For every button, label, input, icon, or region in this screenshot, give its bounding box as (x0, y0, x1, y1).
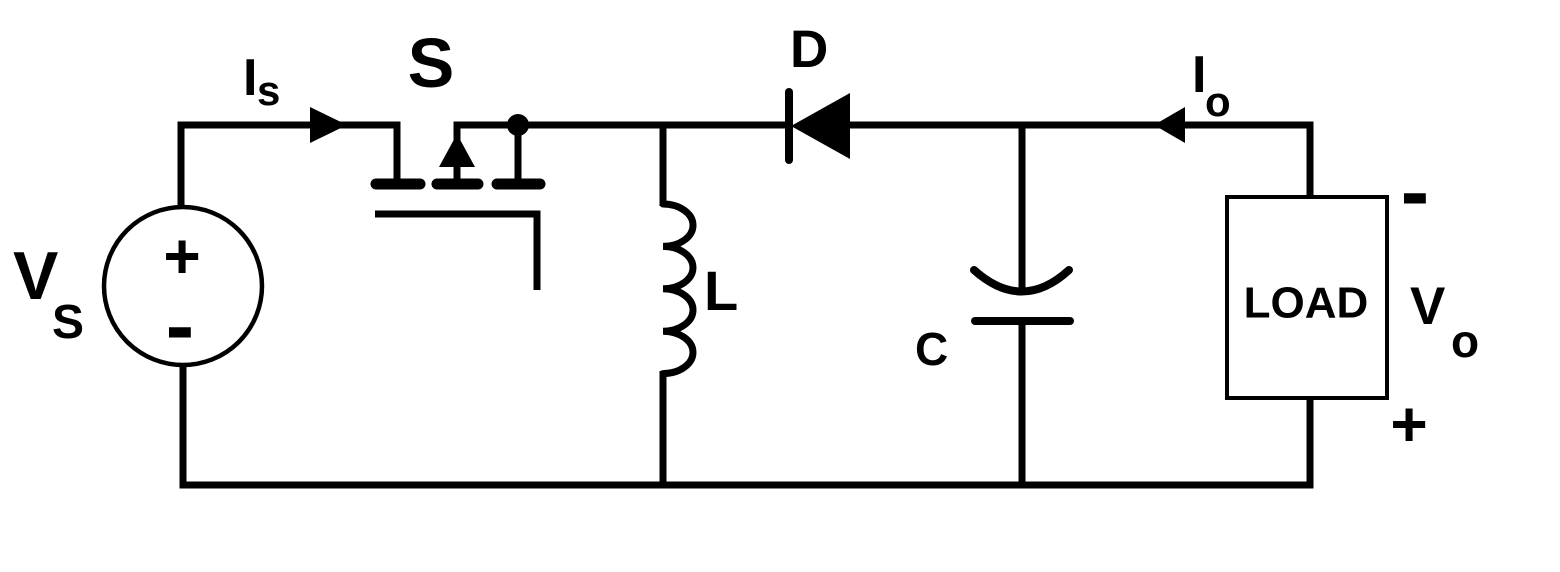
capacitor (970, 266, 1074, 325)
io-current-arrow (1154, 107, 1185, 143)
switch-label: S (408, 24, 455, 102)
capacitor-label: C (915, 323, 948, 375)
wires (177, 121, 1314, 489)
wire-switch-to-diode (453, 121, 789, 186)
junction-dot (507, 114, 529, 136)
labels: V S I s S D L C I o V o (13, 20, 1479, 375)
voltage-source: + - (101, 204, 265, 374)
diode-label: D (790, 20, 828, 79)
load-block: LOAD - + (1225, 144, 1430, 460)
mosfet-body-arrow (439, 134, 475, 167)
inductor (659, 200, 697, 378)
vo-label: V (1410, 277, 1445, 336)
mosfet-switch (370, 114, 546, 290)
output-plus-sign: + (1390, 388, 1427, 460)
source-circle (101, 204, 265, 368)
source-plus-sign: + (163, 220, 200, 292)
io-label: I (1192, 46, 1206, 104)
vo-label-sub: o (1451, 315, 1479, 367)
source-minus-sign: - (166, 278, 195, 374)
current-arrows (310, 107, 1185, 143)
is-label: I (243, 49, 257, 107)
load-box (1225, 195, 1389, 400)
vs-label-sub: S (52, 296, 84, 349)
load-label: LOAD (1244, 279, 1369, 328)
output-minus-sign: - (1401, 144, 1430, 240)
io-label-sub: o (1205, 78, 1231, 125)
capacitor-curved-plate (970, 266, 1073, 296)
wire-bottom-rail (179, 362, 1314, 489)
mosfet-gate (375, 210, 541, 290)
diode-triangle (791, 93, 850, 159)
inductor-coil (659, 200, 697, 378)
is-label-sub: s (257, 67, 280, 114)
diode (785, 88, 850, 164)
wire-source-to-switch (177, 121, 401, 208)
wire-diode-to-load (847, 121, 1314, 200)
is-current-arrow (310, 107, 347, 143)
vs-label: V (13, 238, 58, 314)
inductor-label: L (704, 259, 738, 322)
